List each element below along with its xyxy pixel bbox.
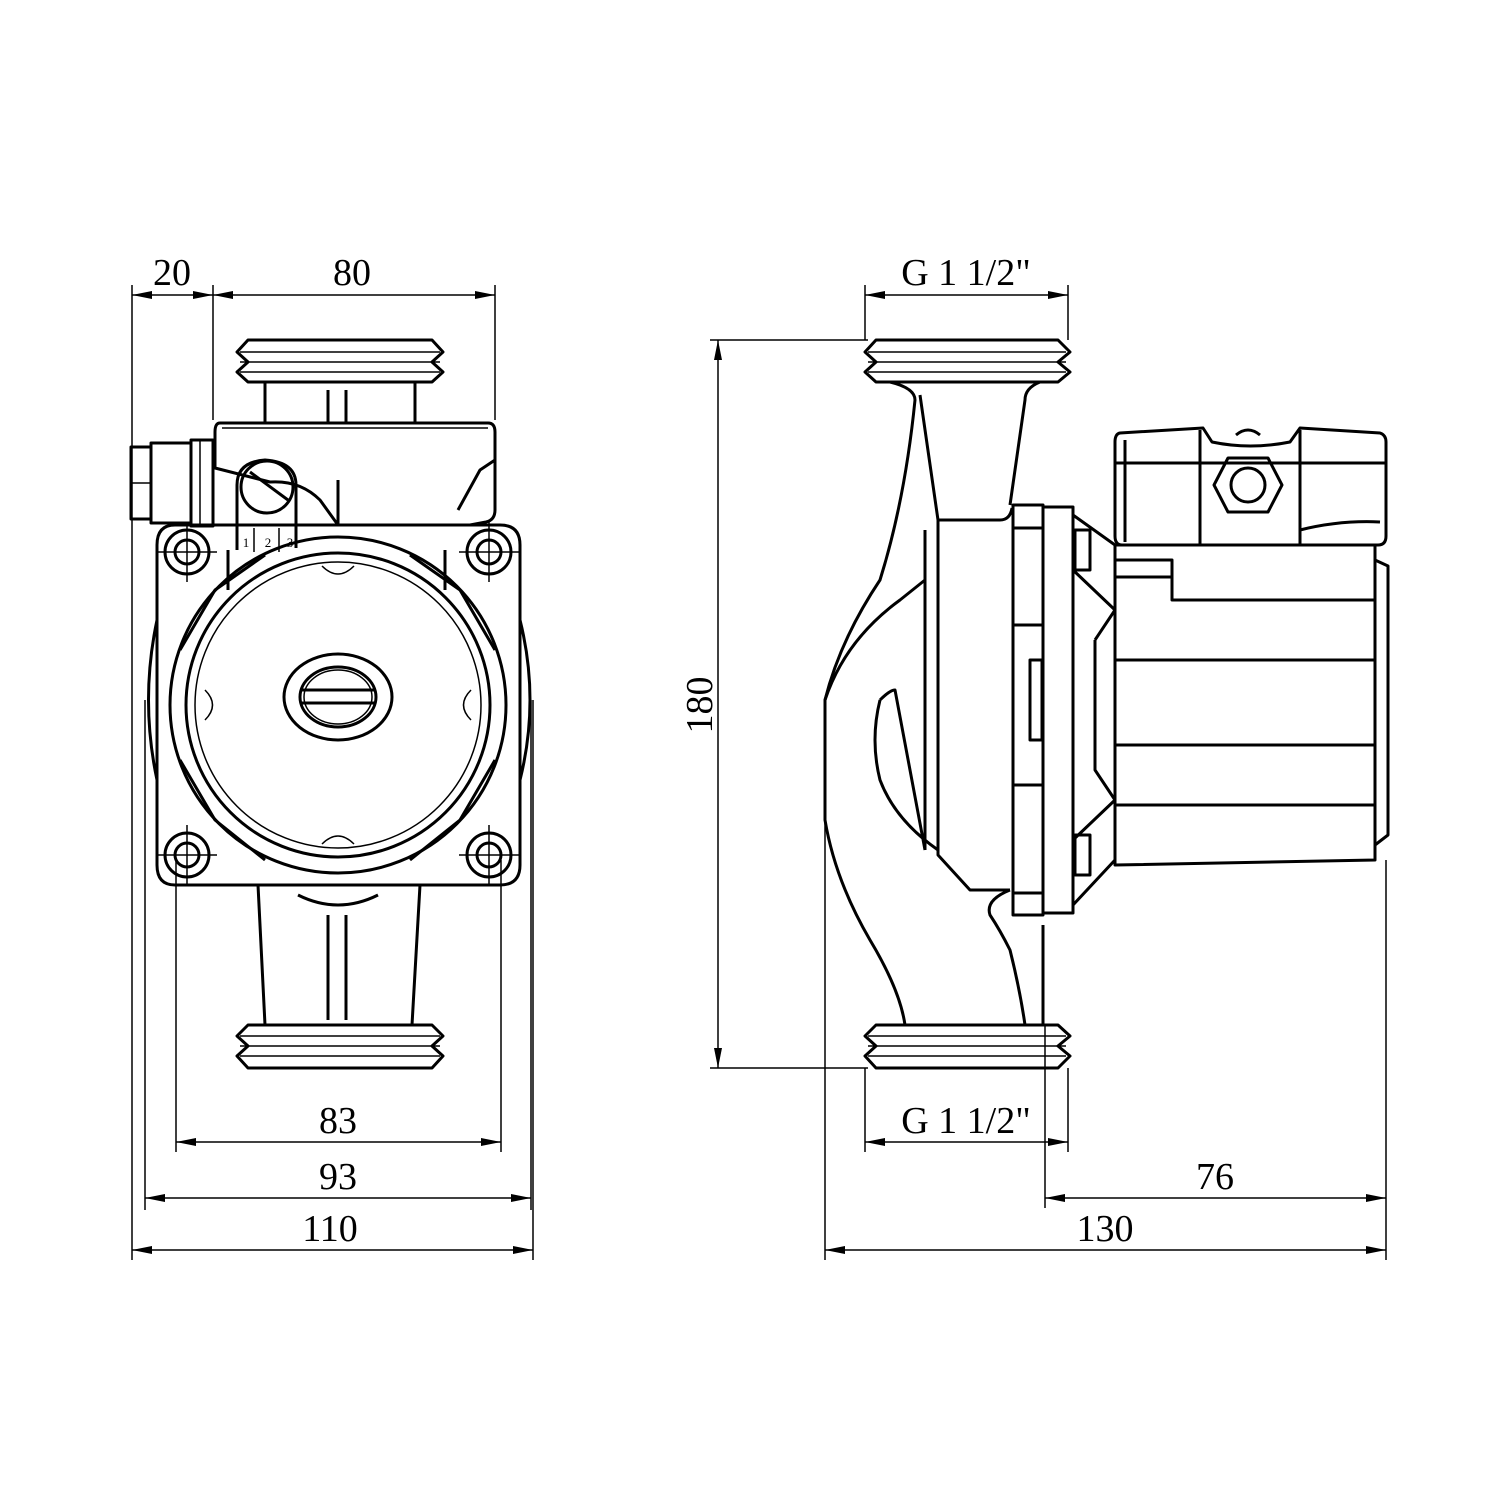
- bolt-hole-top-left: [157, 522, 217, 582]
- side-dimensions: G 1 1/2" G 1 1/2" 180 76 130: [679, 252, 1386, 1254]
- bolt-hole-bottom-left: [157, 825, 217, 885]
- speed-label-2: 2: [265, 535, 272, 550]
- dim-20: 20: [153, 252, 191, 294]
- motor-body: [1113, 543, 1390, 867]
- pump-volute: [823, 380, 1045, 1026]
- motor-flange: [1011, 503, 1117, 917]
- dim-thread-top: G 1 1/2": [901, 252, 1031, 294]
- side-terminal-box: [1113, 426, 1388, 547]
- dim-130: 130: [1077, 1208, 1134, 1250]
- bolt-hole-bottom-right: [459, 825, 519, 885]
- bottom-thread-connector: [235, 884, 445, 1070]
- front-dimensions: 20 80 83 93 110: [132, 252, 533, 1254]
- pump-housing: [147, 523, 532, 887]
- cable-gland: [129, 438, 215, 528]
- hex-nut-icon: [1212, 456, 1284, 514]
- speed-label-1: 1: [243, 535, 250, 550]
- side-bottom-thread: [863, 1023, 1072, 1070]
- dim-76: 76: [1196, 1156, 1234, 1198]
- dim-thread-bottom: G 1 1/2": [901, 1100, 1031, 1142]
- front-view: 1 2 3: [129, 285, 534, 1260]
- mounting-bolts: [157, 522, 519, 885]
- top-thread-connector: [235, 338, 445, 423]
- dim-180: 180: [679, 677, 721, 734]
- dim-80: 80: [333, 252, 371, 294]
- bolt-hole-top-right: [459, 522, 519, 582]
- side-top-thread: [863, 338, 1072, 384]
- vent-plug: [282, 652, 394, 742]
- dim-93: 93: [319, 1156, 357, 1198]
- dim-110: 110: [302, 1208, 358, 1250]
- dim-83: 83: [319, 1100, 357, 1142]
- side-view: [710, 285, 1390, 1260]
- speed-selector[interactable]: 1 2 3: [235, 458, 298, 552]
